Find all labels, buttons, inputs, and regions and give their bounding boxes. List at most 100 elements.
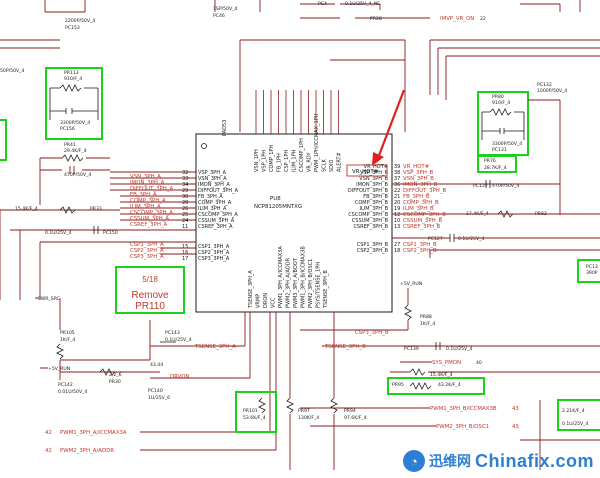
c-01u-right-value: 0.1U/25V_4 (562, 421, 589, 427)
right-net-label: ILIM_3PH_B (403, 206, 434, 212)
ic-right-pin-number: 27 (394, 242, 400, 248)
ic-left-pin-number: 28 (182, 200, 188, 206)
drvon-pins: 43,44 (150, 362, 163, 368)
pc140-value: 1U/25V_6 (148, 395, 170, 401)
right-external-nets: VR_HOT#VSP_3PH_BVSN_3PH_BIMON_3PH_BDIFFO… (403, 164, 447, 254)
pc131-value: 3300P/50V_4 (492, 141, 522, 147)
ic-right-pin-number: 12 (394, 212, 400, 218)
pc127-value: 0.1U/25V_4 (458, 236, 485, 242)
ic-left-pin-name: CSSUM_3PH_A (198, 218, 235, 224)
ic-left-pin-name: CSREF_3PH_A (198, 224, 233, 230)
pwm1a-page-ref: 42 (45, 430, 52, 436)
ic-left-pins: VSP_3PH_A32VSN_3PH_A33IMON_3PH_A34DIFFOU… (182, 170, 239, 262)
pr113-value: 910/F_4 (64, 76, 82, 82)
tsense-a-net: TSENSE_3PH_A (194, 344, 236, 350)
ic-right-pin-number: 39 (394, 164, 400, 170)
ic-left-pin-name: ILIM_3PH_A (198, 206, 227, 212)
ic-right-pin-name: IMON_3PH_B (356, 182, 388, 188)
imvp-vr-on-net: IMVP_VR_ON (440, 16, 474, 22)
right-net-label: CSP1_3PH_B (403, 242, 437, 248)
ic-top-pin-name: VSN_1PH (254, 149, 260, 172)
ic-left-pin-number: 17 (182, 256, 188, 262)
ic-left-pin-name: DIFFOUT_3PH_A (198, 188, 239, 194)
pc150-ref: PC150 (103, 230, 118, 236)
watermark-en: Chinafix.com (474, 450, 594, 471)
ic-right-pin-name: COMP_3PH_B (355, 200, 389, 206)
left-net-label: ILIM_3PH_A (130, 204, 161, 210)
right-net-label: COMP_3PH_B (403, 200, 439, 206)
ic-top-pin-name: VSP_1PH (262, 150, 268, 172)
pc142-value: 0.01U/50V_4 (58, 389, 87, 395)
ic-left-pin-number: 33 (182, 176, 188, 182)
ic-body (195, 133, 393, 313)
left-net-label: VSN_3PH_A (130, 174, 161, 180)
pwm1b-net: PWM1_3PH_B/ICCMAX3B (430, 406, 497, 412)
pr28-ref: PR28 (370, 16, 382, 22)
ic-left-pin-name: COMP_3PH_A (198, 200, 232, 206)
ic-right-pin-name: CSP2_3PH_B (357, 248, 389, 254)
left-net-label: CSREF_3PH_A (130, 222, 168, 228)
pc143-value: 0.1U/25V_4 (165, 337, 192, 343)
right-net-label: CSREF_3PH_B (403, 224, 441, 230)
right-net-label: VR_HOT# (403, 164, 430, 170)
pr88-value: 1K/F_4 (420, 321, 435, 327)
c-390p-value: 390P (586, 270, 598, 276)
drvon-net: DRVON (170, 374, 189, 380)
pc127-ref: PC127 (428, 236, 443, 242)
ic-left-pin-number: 26 (182, 206, 188, 212)
pc139-value: 0.1U/25V_4 (446, 346, 473, 352)
pc143-ref: PC143 (165, 330, 180, 336)
ic-bottom-pin-name: VCC (271, 297, 277, 308)
right-net-label: DIFFOUT_3PH_B (403, 188, 447, 194)
left-external-nets: VSN_3PH_AIMON_3PH_ADIFFOUT_3PH_AFB_3PH_A… (130, 174, 174, 260)
left-net-label: CSP1_3PH_A (130, 242, 164, 248)
pr76-ref: PR76 (484, 158, 496, 164)
ic-top-pin-name: ILIM_1PH (292, 149, 298, 172)
pr30-ref: PR30 (109, 379, 121, 385)
ic-bottom-pin-name: PWM2_3PH_B/OSC1 (308, 259, 314, 308)
pr97-ref: PR97 (298, 408, 310, 414)
ic-top-pin-name: VR_RDY (307, 152, 313, 172)
right-net-label: IMON_3PH_B (403, 182, 438, 188)
ic-left-pin-name: VSN_3PH_A (198, 176, 227, 182)
ic-top-pin-name: ALERT# (337, 152, 343, 172)
red-arrow-head (372, 152, 384, 166)
tsense-b-net: TSENSE_3PH_B (324, 344, 366, 350)
left-net-label: CSCOMP_3PH_A (130, 210, 173, 216)
pr113-highlight-box (45, 67, 103, 140)
sys-pmon-page-ref: 40 (476, 360, 482, 366)
right-net-label: CSSUM_3PH_B (403, 218, 442, 224)
plus5v-right-net: +5V_RUN (400, 281, 422, 287)
ic-left-pin-number: 34 (182, 182, 188, 188)
ic-left-pin-name: FB_3PH_A (198, 194, 223, 200)
pc132-ref: PC132 (537, 82, 552, 88)
lower-left-area: PWR_SRC PR105 1K/F_4 PC143 0.1U/25V_4 TS… (35, 296, 367, 470)
ic-right-pin-name: CSSUM_3PH_B (352, 218, 389, 224)
left-net-label: IMON_3PH_A (130, 180, 165, 186)
ic-top-pin-name: FB_1PH (277, 153, 283, 172)
pwm2b-net: PWM2_3PH_B/OSC1 (436, 424, 489, 430)
pc46-value: 1SP/50V_4 (213, 6, 237, 12)
ic-right-pin-name: CSREF_3PH_B (353, 224, 388, 230)
pr41-ref: PR41 (64, 142, 76, 148)
ic-right-pin-name: FB_3PH_B (363, 194, 388, 200)
ic-left-pin-name: CSP3_3PH_A (198, 256, 230, 262)
watermark: ◔ 迅维网 Chinafix.com (402, 450, 594, 472)
right-net-label: FB_3PH_B (403, 194, 430, 200)
pr97-value: 130K/F_4 (298, 415, 319, 421)
right-net-label: CSCOMP_3PH_B (403, 212, 446, 218)
pc-470-value: 470P/50V_4 (64, 172, 91, 178)
pc132-value: 1000P/50V_4 (537, 88, 567, 94)
left-edge-highlight (0, 119, 7, 161)
right-net-label: CSP2_3PH_B (403, 248, 437, 254)
pr88-ref: PR88 (420, 314, 432, 320)
pr30-value: 2.2_6 (109, 372, 122, 378)
pr33-ref: PR33 (90, 206, 102, 212)
ic-left-pin-name: IMON_3PH_A (198, 182, 230, 188)
pr101-value: 53.6K/F_4 (243, 415, 266, 421)
pr95-value: 43.2K/F_4 (438, 382, 461, 388)
ic-top-pin-name: PWM_1PH/ICCMAX_1PH (314, 113, 320, 172)
